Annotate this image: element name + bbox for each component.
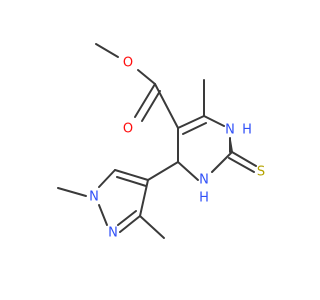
pyrazole-nitrogen-2: N (108, 226, 118, 241)
molecule-structure: O O N H N H S N N (57, 43, 265, 241)
ring-nitrogen-lower-h: H (199, 191, 209, 206)
atom-labels: O O N H N H S N N (89, 56, 265, 241)
bond-c2-s-b (228, 157, 255, 173)
bond-c6-n1 (203, 115, 225, 127)
bond-pz-c5-n1 (98, 169, 116, 188)
bond-c5-c6-inner (182, 122, 207, 135)
ring-nitrogen-upper-h: H (242, 123, 252, 138)
ring-nitrogen-upper: N (225, 123, 235, 138)
ring-nitrogen-lower: N (199, 173, 209, 188)
molecule-diagram: O O N H N H S N N (57, 43, 265, 241)
bond-n1-c2b (229, 139, 233, 153)
ester-oxygen-single: O (123, 56, 133, 71)
bond-pz-n2-c3-inner (117, 210, 137, 226)
bond-pz-c3-c4 (139, 179, 149, 217)
bond-c4-pyrazole (147, 161, 179, 181)
bond-pz-c4-c5-inner (116, 176, 147, 187)
pyrazole-nitrogen-1: N (89, 190, 99, 205)
bond-n3-c4 (177, 161, 199, 181)
bond-pz-c3-methyl (139, 215, 165, 239)
bonds (57, 43, 257, 239)
bond-c2-s-a (231, 151, 257, 167)
ester-oxygen-double: O (123, 122, 133, 137)
bond-carbonyl-c5 (154, 83, 179, 129)
bond-carbonyl-double-b (141, 90, 161, 122)
bond-methyl-ester-o (95, 43, 119, 58)
bond-carbonyl-double-a (134, 83, 156, 118)
bond-pz-n1-n2 (98, 204, 108, 226)
bond-c5-c6 (177, 115, 205, 129)
thione-sulfur: S (257, 165, 265, 180)
bond-pz-n2-c3 (119, 215, 141, 233)
bond-pz-n1-methyl (57, 187, 87, 197)
bond-ester-o-carbonyl (137, 69, 156, 85)
bond-c2-n3 (211, 151, 233, 173)
bond-pz-c4-c5 (114, 169, 149, 181)
